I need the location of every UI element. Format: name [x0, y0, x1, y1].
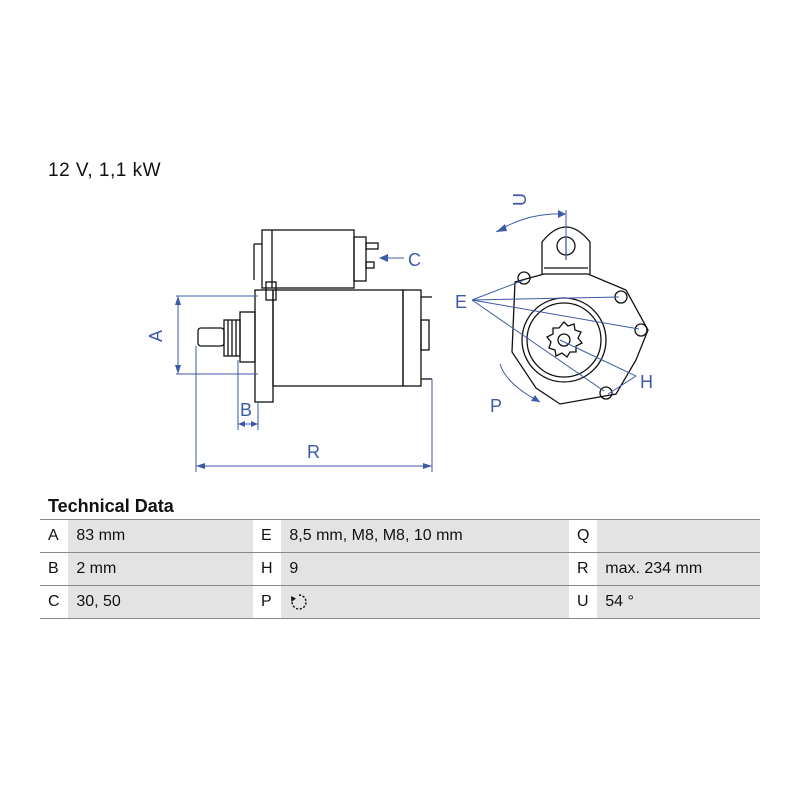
label-B: B [240, 400, 252, 420]
row3-val2 [281, 585, 569, 619]
row1-key1: A [40, 519, 69, 553]
end-view-annotations [471, 210, 640, 403]
row2-key2: H [253, 552, 282, 586]
label-E: E [455, 292, 467, 312]
label-H: H [640, 372, 653, 392]
row1-key2: E [253, 519, 282, 553]
clockwise-rotation-icon [291, 594, 308, 610]
table-row: A 83 mm E 8,5 mm, M8, M8, 10 mm Q [40, 519, 760, 553]
row3-key3: U [568, 585, 598, 619]
row2-val2: 9 [281, 552, 569, 586]
label-A: A [146, 330, 166, 342]
row3-val1: 30, 50 [68, 585, 254, 619]
label-R: R [307, 442, 320, 462]
starter-motor-drawing: A B C R E H P U [146, 193, 653, 472]
table-row: C 30, 50 P U 54 ° [40, 585, 760, 619]
technical-data-table: A 83 mm E 8,5 mm, M8, M8, 10 mm Q B 2 mm… [40, 519, 760, 619]
row2-val1: 2 mm [68, 552, 254, 586]
dimension-lines [176, 257, 433, 472]
row2-key1: B [40, 552, 69, 586]
row1-val3 [597, 519, 760, 553]
row3-key1: C [40, 585, 69, 619]
row2-val3: max. 234 mm [597, 552, 760, 586]
technical-data-heading: Technical Data [48, 496, 174, 516]
end-view [511, 226, 649, 405]
row2-key3: R [568, 552, 598, 586]
table-row: B 2 mm H 9 R max. 234 mm [40, 552, 760, 586]
label-U: U [510, 193, 530, 206]
row3-val3: 54 ° [597, 585, 760, 619]
voltage-power-spec: 12 V, 1,1 kW [48, 160, 162, 181]
row1-key3: Q [568, 519, 598, 553]
dimension-arrowheads [175, 254, 432, 469]
row3-key2: P [253, 585, 282, 619]
row1-val1: 83 mm [68, 519, 254, 553]
label-P: P [490, 396, 502, 416]
side-view [197, 229, 432, 403]
row1-val2: 8,5 mm, M8, M8, 10 mm [281, 519, 569, 553]
label-C: C [408, 250, 421, 270]
